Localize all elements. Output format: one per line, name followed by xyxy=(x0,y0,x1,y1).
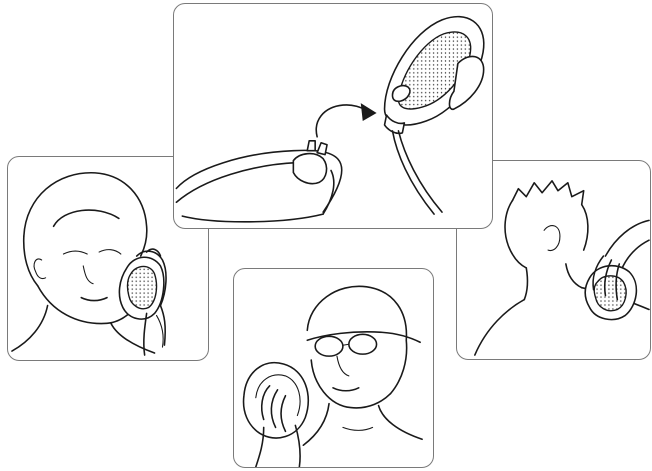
panel-goggles-illustration xyxy=(233,268,434,468)
device-cradle-attach-icon xyxy=(174,4,492,228)
panel-cradle-illustration xyxy=(173,3,493,229)
device-face-goggles-icon xyxy=(234,269,433,467)
